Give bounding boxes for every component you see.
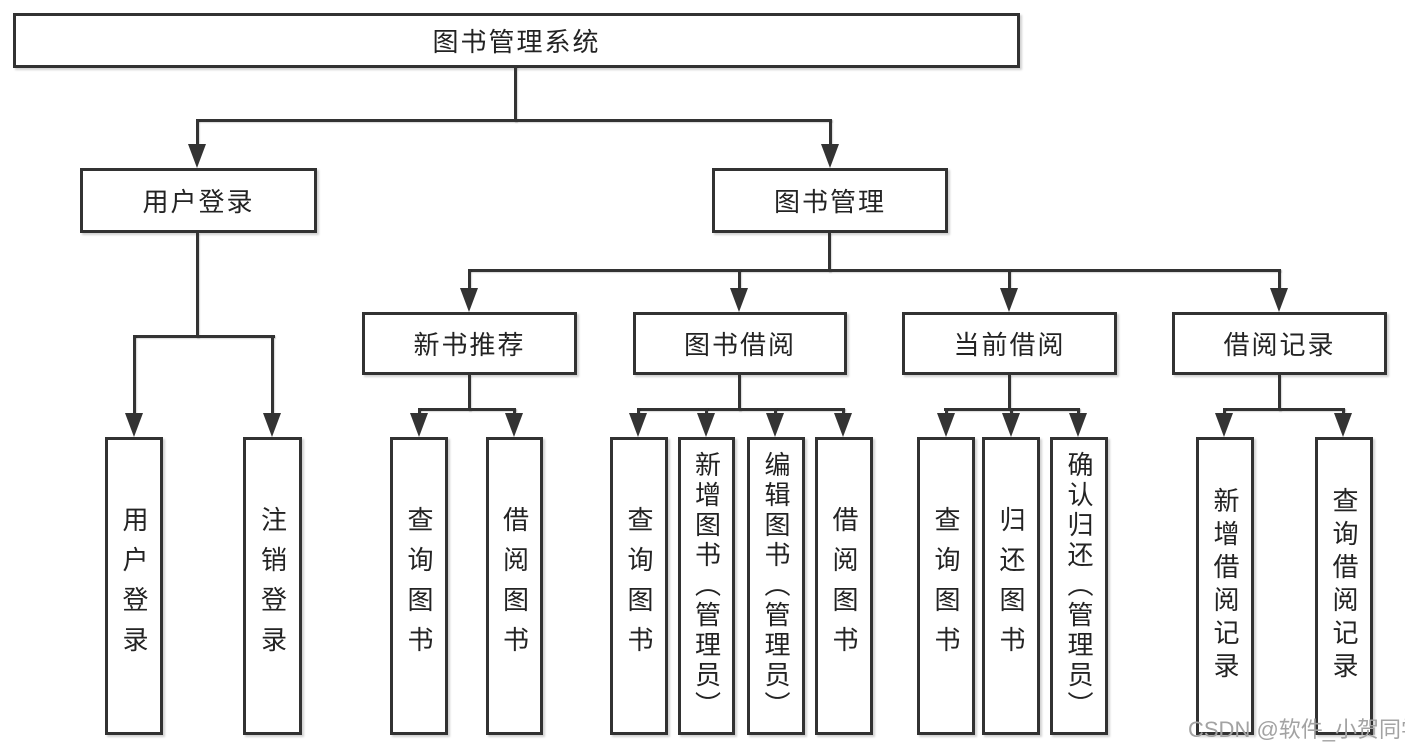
connector-line — [468, 375, 471, 411]
arrowhead-icon — [937, 413, 955, 437]
arrowhead-icon — [1215, 413, 1233, 437]
connector-line — [1278, 269, 1281, 295]
node-label: 注销登录 — [257, 506, 288, 666]
arrowhead-icon — [766, 413, 784, 437]
leaf-query-books-2: 查询图书 — [610, 437, 668, 735]
connector-line — [1223, 408, 1345, 411]
node-label: 确认归还（管理员） — [1064, 451, 1094, 721]
arrowhead-icon — [125, 413, 143, 437]
node-label: 图书管理 — [773, 187, 886, 217]
connector-line — [637, 408, 845, 411]
node-label: 查询图书 — [931, 506, 961, 666]
leaf-add-borrow-record: 新增借阅记录 — [1196, 437, 1254, 735]
connector-line — [1278, 375, 1281, 411]
node-current-borrow: 当前借阅 — [902, 312, 1117, 375]
leaf-borrow-books-2: 借阅图书 — [815, 437, 873, 735]
connector-line — [271, 335, 274, 420]
leaf-edit-book-admin: 编辑图书（管理员） — [747, 437, 805, 735]
leaf-query-books-1: 查询图书 — [390, 437, 448, 735]
leaf-borrow-books-1: 借阅图书 — [486, 437, 543, 735]
node-label: 查询图书 — [624, 506, 654, 666]
arrowhead-icon — [1270, 288, 1288, 312]
node-borrow-records: 借阅记录 — [1172, 312, 1387, 375]
node-label: 新增借阅记录 — [1210, 487, 1240, 685]
arrowhead-icon — [834, 413, 852, 437]
connector-line — [418, 408, 516, 411]
arrowhead-icon — [1002, 413, 1020, 437]
node-label: 新书推荐 — [413, 330, 526, 360]
node-book-management: 图书管理 — [712, 168, 948, 233]
arrowhead-icon — [188, 144, 206, 168]
node-label: 归还图书 — [996, 506, 1026, 666]
connector-line — [738, 269, 741, 295]
node-label: 借阅图书 — [499, 506, 530, 666]
node-label: 查询借阅记录 — [1329, 487, 1359, 685]
node-book-borrow: 图书借阅 — [633, 312, 847, 375]
node-label: 用户登录 — [119, 506, 149, 666]
connector-line — [738, 375, 741, 411]
arrowhead-icon — [505, 413, 523, 437]
connector-line — [514, 66, 517, 122]
node-label: 新增图书（管理员） — [691, 451, 722, 721]
node-label: 当前借阅 — [953, 330, 1066, 360]
connector-line — [133, 335, 275, 338]
arrowhead-icon — [460, 288, 478, 312]
leaf-query-borrow-record: 查询借阅记录 — [1315, 437, 1373, 735]
arrowhead-icon — [1000, 288, 1018, 312]
arrowhead-icon — [410, 413, 428, 437]
connector-line — [468, 269, 471, 295]
connector-line — [133, 335, 136, 420]
node-root: 图书管理系统 — [13, 13, 1020, 68]
node-label: 用户登录 — [142, 187, 255, 217]
node-user-login: 用户登录 — [80, 168, 317, 233]
arrowhead-icon — [263, 413, 281, 437]
node-label: 编辑图书（管理员） — [761, 451, 791, 721]
node-label: 查询图书 — [404, 506, 434, 666]
connector-line — [828, 233, 831, 272]
node-new-book-recommend: 新书推荐 — [362, 312, 577, 375]
watermark: CSDN @软件_小贺同学 — [1188, 717, 1405, 742]
leaf-query-books-3: 查询图书 — [917, 437, 975, 735]
arrowhead-icon — [1069, 413, 1087, 437]
arrowhead-icon — [1334, 413, 1352, 437]
node-label: 借阅记录 — [1223, 330, 1336, 360]
connector-line — [1008, 375, 1011, 411]
connector-line — [829, 119, 832, 152]
arrowhead-icon — [821, 144, 839, 168]
arrowhead-icon — [730, 288, 748, 312]
leaf-user-login: 用户登录 — [105, 437, 163, 735]
arrowhead-icon — [629, 413, 647, 437]
connector-line — [1008, 269, 1011, 295]
connector-line — [196, 233, 199, 338]
leaf-logout: 注销登录 — [243, 437, 302, 735]
leaf-return-books: 归还图书 — [982, 437, 1040, 735]
node-label: 图书借阅 — [683, 330, 796, 360]
connector-line — [468, 269, 1281, 272]
connector-line — [196, 119, 832, 122]
leaf-confirm-return-admin: 确认归还（管理员） — [1050, 437, 1108, 735]
node-label: 图书管理系统 — [432, 27, 601, 57]
connector-line — [196, 119, 199, 152]
node-label: 借阅图书 — [829, 506, 859, 666]
leaf-add-book-admin: 新增图书（管理员） — [678, 437, 735, 735]
arrowhead-icon — [697, 413, 715, 437]
